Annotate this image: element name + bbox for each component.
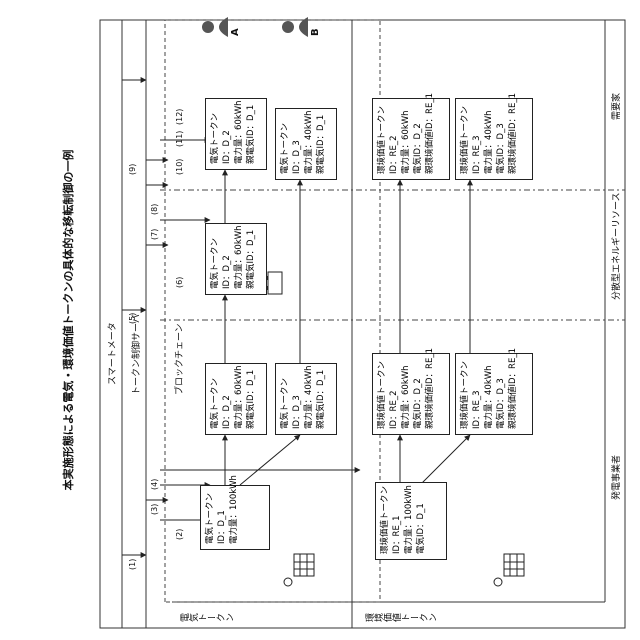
blockchain-label: ブロックチェーン	[172, 323, 185, 395]
step-10: (10)	[175, 159, 184, 175]
step-4: (4)	[150, 479, 159, 490]
step-6: (6)	[175, 277, 184, 288]
step-5: (5)	[128, 313, 137, 324]
token-re2-blockchain: 環境価値トークン ID：RE_2 電力量：60kWh 電気ID：D_2 親環境価…	[372, 353, 450, 435]
consumer-a-label: A	[230, 28, 241, 36]
battery-icon	[265, 269, 283, 295]
token-re3-consumer: 環境価値トークン ID：RE_3 電力量：40kWh 電気ID：D_3 親環境価…	[455, 98, 533, 180]
step-8: (8)	[150, 204, 159, 215]
section-consumer: 需要家	[609, 93, 622, 120]
token-d2-der: 電気トークン ID：D_2 電力量：60kWh 親電気ID：D_1	[205, 223, 267, 295]
consumer-b-label: B	[310, 28, 321, 36]
step-12: (12)	[175, 109, 184, 125]
section-generator: 発電事業者	[609, 455, 622, 500]
lane-env-label: 環境価値トークン	[365, 612, 437, 625]
solar-panel-icon	[490, 550, 530, 590]
step-1: (1)	[128, 559, 137, 570]
token-d3-consumer: 電気トークン ID：D_3 電力量：40kWh 親電気ID：D_1	[275, 108, 337, 180]
smart-meter-label: スマートメータ	[105, 322, 118, 385]
token-re1: 環境価値トークン ID：RE_1 電力量：100kWh 電気ID：D_1	[375, 482, 447, 560]
token-re2-consumer: 環境価値トークン ID：RE_2 電力量：60kWh 電気ID：D_2 親環境価…	[372, 98, 450, 180]
section-der: 分散型エネルギーリソース	[609, 192, 622, 300]
step-3: (3)	[150, 504, 159, 515]
token-d1: 電気トークン ID：D_1 電力量：100kWh	[200, 485, 270, 550]
token-re3-blockchain: 環境価値トークン ID：RE_3 電力量：40kWh 電気ID：D_3 親環境価…	[455, 353, 533, 435]
consumer-b-icon	[280, 14, 310, 40]
solar-panel-icon	[280, 550, 320, 590]
token-d2-consumer: 電気トークン ID：D_2 電力量：60kWh 親電気ID：D_1	[205, 98, 267, 170]
server-label: トークン制御サーバ	[129, 314, 142, 395]
step-2: (2)	[175, 529, 184, 540]
consumer-a-icon	[200, 14, 230, 40]
step-11: (11)	[175, 131, 184, 147]
lane-electric-label: 電気トークン	[180, 612, 234, 625]
token-d2-blockchain: 電気トークン ID：D_2 電力量：60kWh 親電気ID：D_1	[205, 363, 267, 435]
step-7: (7)	[150, 229, 159, 240]
token-d3-blockchain: 電気トークン ID：D_3 電力量：40kWh 親電気ID：D_1	[275, 363, 337, 435]
step-9: (9)	[128, 164, 137, 175]
